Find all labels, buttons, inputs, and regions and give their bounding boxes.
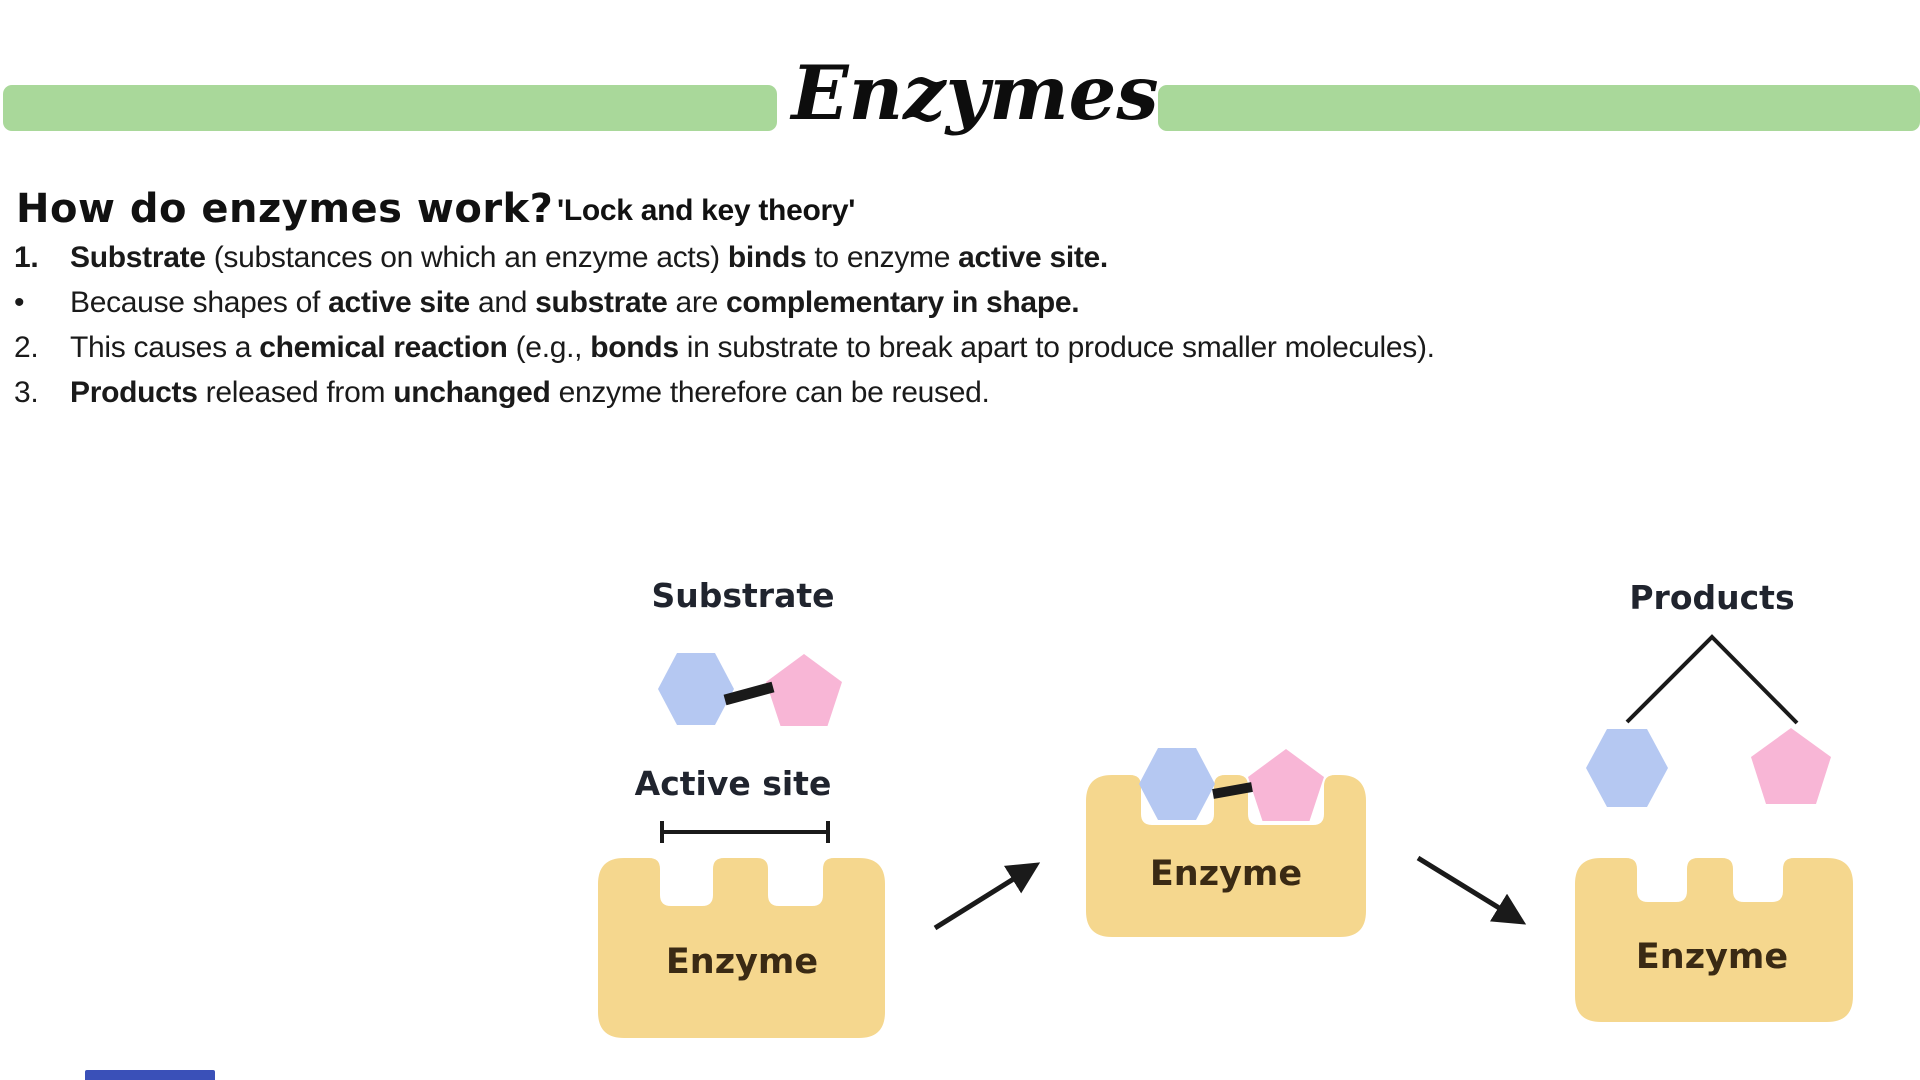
- products-label: Products: [1629, 578, 1795, 617]
- list-item: 2.This causes a chemical reaction (e.g.,…: [14, 331, 1435, 364]
- product-hexagon: [1586, 729, 1668, 807]
- substrate-label: Substrate: [651, 576, 835, 615]
- heading-theory: 'Lock and key theory': [557, 194, 856, 227]
- list-item: 1.Substrate (substances on which an enzy…: [14, 241, 1108, 274]
- page-title: Enzymes: [791, 49, 1159, 137]
- bound-bond: [1212, 782, 1253, 799]
- products-branch-lines: [1625, 634, 1799, 725]
- title-green-bar-right: [1158, 85, 1920, 131]
- list-item: 3.Products released from unchanged enzym…: [14, 376, 990, 409]
- reaction-arrow-1: [933, 862, 1041, 931]
- title-green-bar-left: [3, 85, 777, 131]
- reaction-arrow-2: [1416, 855, 1527, 925]
- bound-pentagon: [1248, 749, 1324, 821]
- enzyme-shape-middle: [1086, 775, 1366, 937]
- substrate-pentagon: [766, 654, 842, 726]
- enzyme-shape-left: [598, 858, 885, 1038]
- enzyme-label-left: Enzyme: [665, 942, 819, 982]
- enzyme-label-right: Enzyme: [1635, 937, 1789, 977]
- heading-question: How do enzymes work?: [16, 186, 554, 232]
- list-item: •Because shapes of active site and subst…: [14, 286, 1080, 319]
- substrate-hexagon: [658, 653, 734, 725]
- substrate-bond: [723, 681, 775, 706]
- how-list: 1.Substrate (substances on which an enzy…: [0, 241, 1920, 421]
- bottom-left-blue-strip: [85, 1070, 215, 1080]
- active-site-label: Active site: [634, 764, 832, 803]
- product-pentagon: [1751, 728, 1831, 804]
- enzyme-shape-right: [1575, 858, 1853, 1022]
- enzyme-label-middle: Enzyme: [1149, 854, 1303, 894]
- bound-hexagon: [1139, 748, 1215, 820]
